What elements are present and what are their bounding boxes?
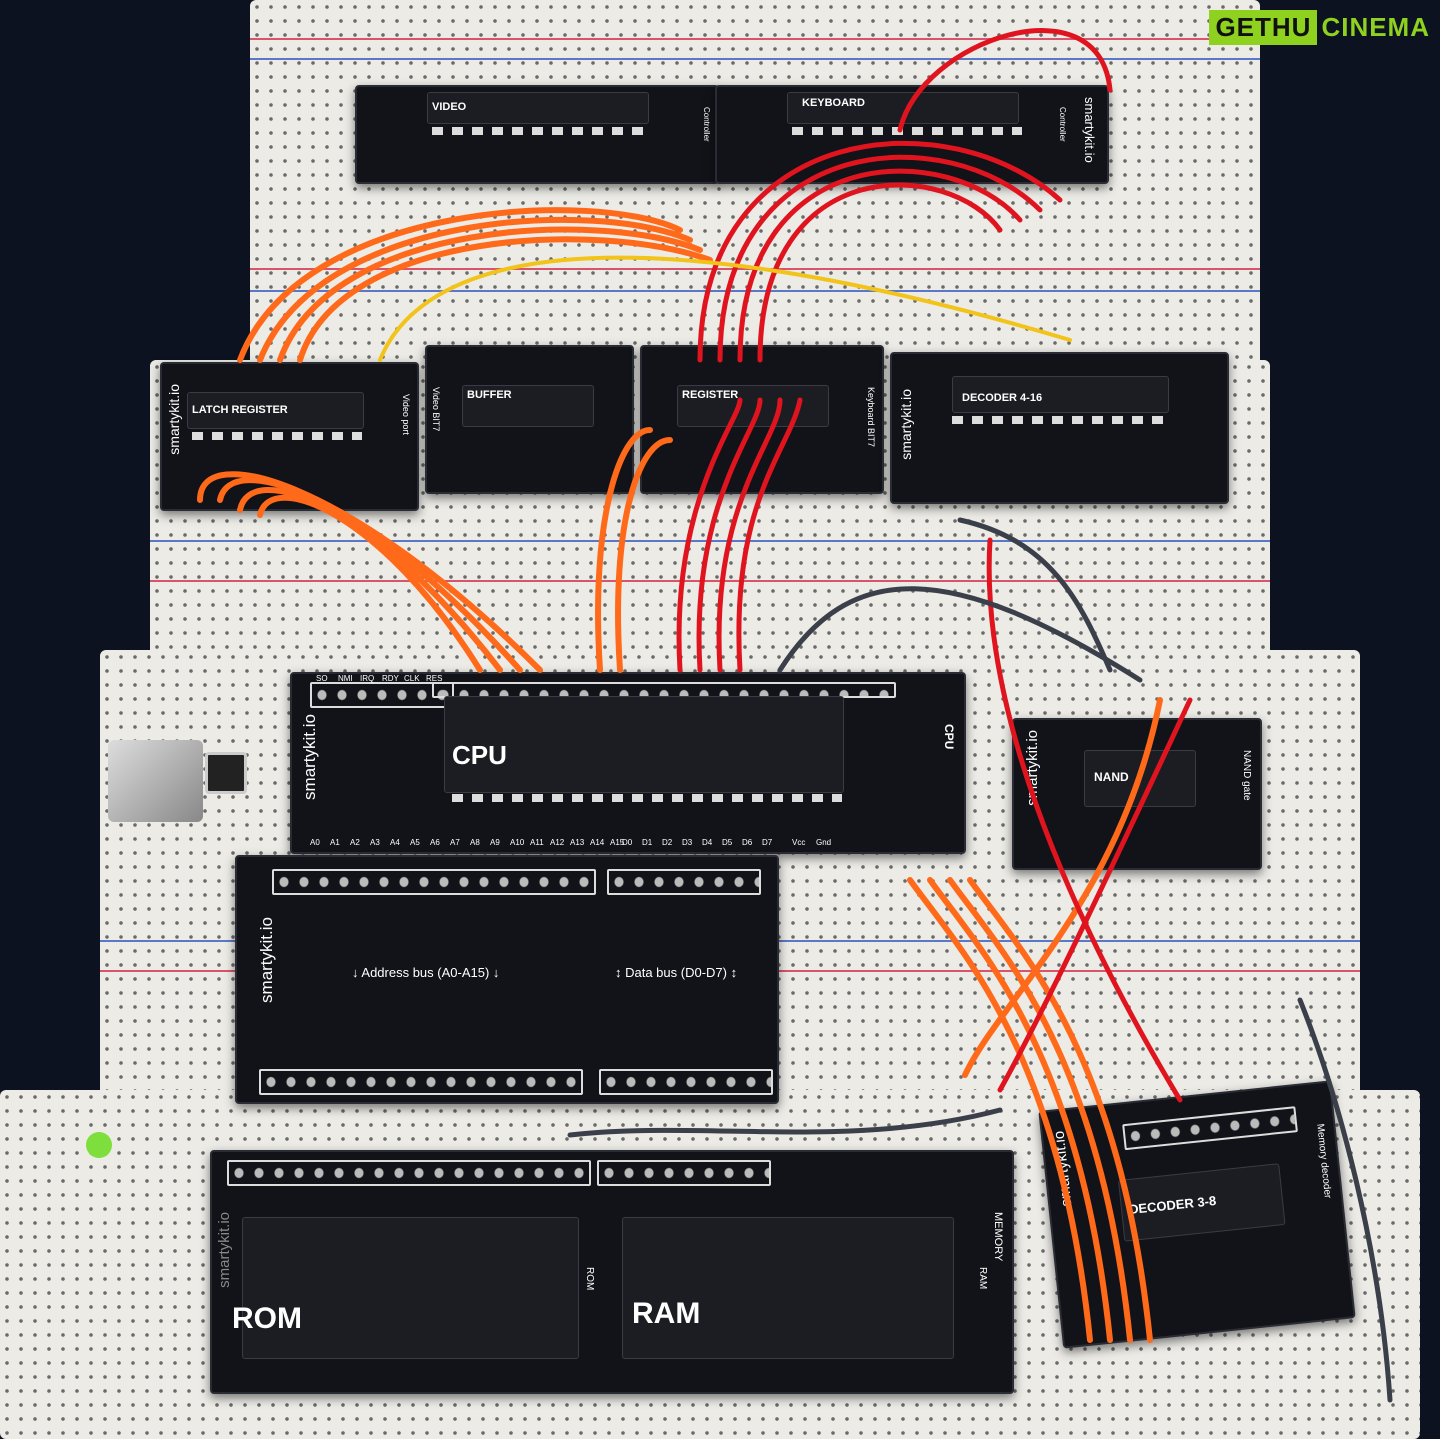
address-pin-label: A3: [370, 838, 380, 847]
address-pin-label: A0: [310, 838, 320, 847]
buffer-board: BUFFER Video BIT7: [425, 345, 634, 494]
address-pin-label: A14: [590, 838, 605, 847]
address-pin-label: A15: [610, 838, 625, 847]
keyboard-brand: smartykit.io: [1082, 97, 1097, 163]
bus-brand: smartykit.io: [257, 917, 276, 1003]
decoder-4-16-label: DECODER 4-16: [962, 392, 1043, 404]
register-board: REGISTER Keyboard BIT7: [640, 345, 884, 494]
memory-board: ROM RAM ROM MEMORY RAM smartykit.io: [210, 1150, 1014, 1394]
latch-brand: smartykit.io: [166, 384, 182, 455]
data-pin-label: D4: [702, 838, 713, 847]
latch-register-board: LATCH REGISTER smartykit.io Video port: [160, 362, 419, 511]
address-pin-label: A7: [450, 838, 460, 847]
address-pin-label: A4: [390, 838, 400, 847]
cpu-label: CPU: [452, 740, 507, 770]
decoder-3-8-board: DECODER 3-8 smartykit.io Memory decoder: [1038, 1080, 1356, 1349]
rom-side-label: ROM: [584, 1267, 595, 1291]
watermark-logo: GETHU CINEMA: [1209, 10, 1434, 45]
bus-board: ↓ Address bus (A0-A15) ↓ ↕ Data bus (D0-…: [235, 855, 779, 1104]
buffer-label: BUFFER: [467, 389, 512, 401]
data-pin-label: D0: [622, 838, 633, 847]
control-pin-label: NMI: [338, 674, 353, 683]
data-bus-label: ↕ Data bus (D0-D7) ↕: [615, 965, 738, 980]
address-pin-label: A12: [550, 838, 565, 847]
power-pin-label: Vcc: [792, 838, 806, 847]
keyboard-label: KEYBOARD: [802, 97, 865, 109]
address-pin-label: A11: [530, 838, 544, 847]
address-bus-label: ↓ Address bus (A0-A15) ↓: [352, 965, 500, 980]
crystal-oscillator: [108, 740, 203, 822]
address-pin-label: A2: [350, 838, 360, 847]
control-pin-label: IRQ: [360, 674, 375, 683]
green-led: [86, 1132, 112, 1158]
memory-side-label: MEMORY: [992, 1212, 1004, 1262]
video-port-label: Video port: [401, 394, 411, 435]
decoder-4-16-brand: smartykit.io: [898, 389, 914, 460]
breadboard-top: [250, 0, 1260, 370]
data-pin-label: D3: [682, 838, 693, 847]
latch-register-label: LATCH REGISTER: [192, 404, 288, 416]
reset-button[interactable]: [205, 752, 247, 794]
data-pin-label: D6: [742, 838, 753, 847]
register-label: REGISTER: [682, 389, 739, 401]
control-pin-label: RDY: [382, 674, 399, 683]
control-pin-label: RES: [426, 674, 443, 683]
address-pin-label: A9: [490, 838, 500, 847]
data-pin-label: D1: [642, 838, 653, 847]
nand-brand: smartykit.io: [1024, 730, 1041, 806]
nand-side-label: NAND gate: [1241, 750, 1252, 801]
cpu-side-label: CPU: [942, 724, 956, 750]
address-pin-label: A10: [510, 838, 525, 847]
video-board: VIDEO Controller: [355, 85, 719, 184]
address-pin-label: A8: [470, 838, 480, 847]
data-pin-label: D5: [722, 838, 733, 847]
address-pin-label: A6: [430, 838, 440, 847]
memory-brand: smartykit.io: [216, 1212, 233, 1288]
nand-label: NAND: [1094, 770, 1129, 784]
rom-label: ROM: [232, 1302, 302, 1335]
keyboard-board: KEYBOARD Controller smartykit.io: [715, 85, 1109, 184]
address-pin-label: A5: [410, 838, 420, 847]
cpu-board: CPU smartykit.io CPU: [277, 672, 966, 854]
control-pin-label: SO: [316, 674, 328, 683]
decoder-3-8-brand: smartykit.io: [1050, 1130, 1076, 1208]
video-side-label: Controller: [702, 107, 711, 142]
address-pin-label: A13: [570, 838, 585, 847]
address-pin-label: A1: [330, 838, 340, 847]
cpu-brand: smartykit.io: [300, 714, 319, 800]
video-bit7-label: Video BIT7: [431, 387, 441, 432]
decoder-4-16-board: DECODER 4-16 smartykit.io: [890, 352, 1229, 504]
ram-side-label: RAM: [977, 1267, 988, 1290]
keyboard-bit7-label: Keyboard BIT7: [866, 387, 876, 448]
nand-board: NAND smartykit.io NAND gate: [1012, 718, 1262, 870]
power-pin-label: Gnd: [816, 838, 832, 847]
data-pin-label: D2: [662, 838, 673, 847]
data-pin-label: D7: [762, 838, 773, 847]
ram-label: RAM: [632, 1297, 701, 1330]
control-pin-label: CLK: [404, 674, 420, 683]
video-label: VIDEO: [432, 101, 467, 113]
logo-part2: CINEMA: [1321, 12, 1430, 42]
logo-part1: GETHU: [1209, 10, 1318, 45]
keyboard-side-label: Controller: [1058, 107, 1067, 142]
memory-decoder-label: Memory decoder: [1314, 1123, 1333, 1199]
